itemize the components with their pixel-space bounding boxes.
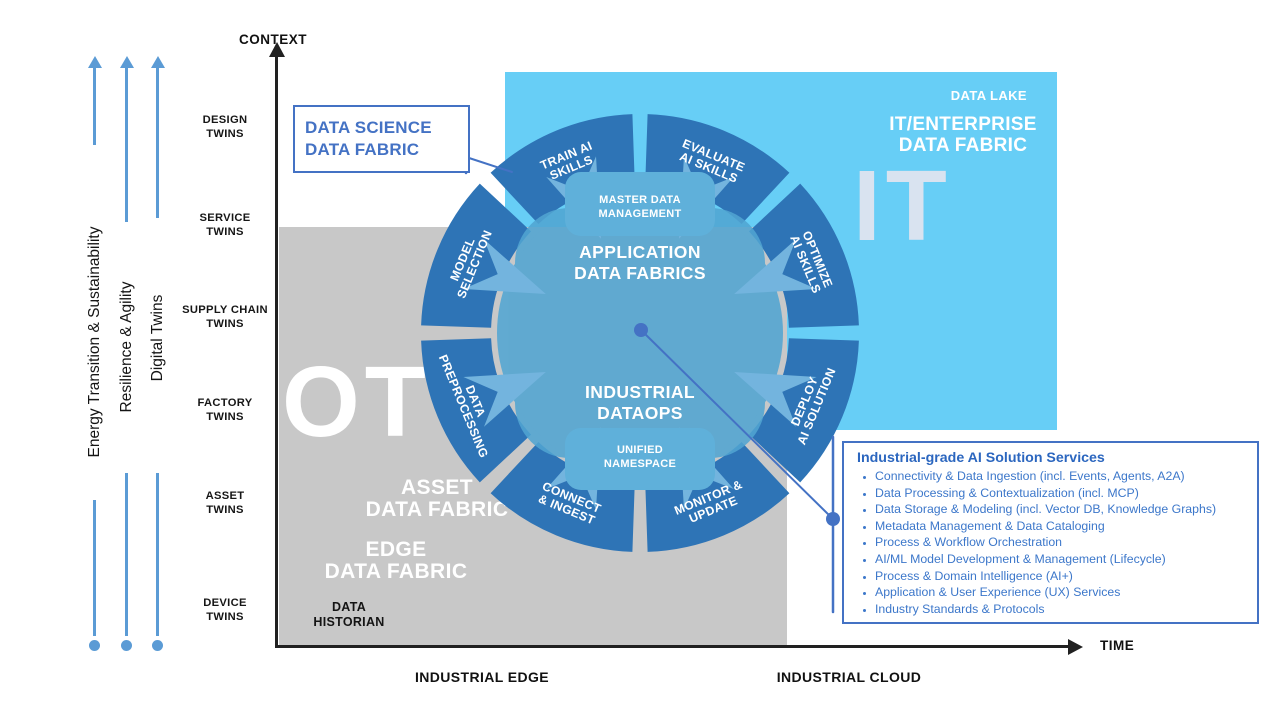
driver-arrow-line (125, 67, 128, 222)
driver-dot-icon (152, 640, 163, 651)
it-enterprise-fabric-label: IT/ENTERPRISE DATA FABRIC (889, 114, 1037, 156)
services-list: Connectivity & Data Ingestion (incl. Eve… (844, 468, 1257, 617)
driver-dot-icon (89, 640, 100, 651)
driver-arrow-icon (120, 56, 134, 68)
unified-namespace-badge: UNIFIED NAMESPACE (603, 444, 677, 470)
y-axis-title: CONTEXT (238, 32, 307, 47)
service-item: Industry Standards & Protocols (875, 601, 1253, 618)
data-historian-label: DATA HISTORIAN (313, 600, 385, 629)
driver-arrow-line (93, 67, 96, 145)
service-item: Connectivity & Data Ingestion (incl. Eve… (875, 468, 1253, 485)
edge-data-fabric-label: EDGE DATA FABRIC (324, 538, 468, 583)
tick-factory-twins: FACTORY TWINS (197, 397, 253, 423)
service-item: Process & Domain Intelligence (AI+) (875, 568, 1253, 585)
tick-supply-chain-twins: SUPPLY CHAIN TWINS (182, 304, 268, 330)
services-box-title: Industrial-grade AI Solution Services (857, 450, 1105, 466)
driver-arrow-line (156, 67, 159, 218)
x-axis-arrow-icon (1068, 639, 1083, 655)
service-item: AI/ML Model Development & Management (Li… (875, 551, 1253, 568)
it-watermark: IT (853, 150, 952, 262)
driver-dot-icon (121, 640, 132, 651)
data-science-fabric-label: DATA SCIENCE DATA FABRIC (305, 118, 432, 159)
y-axis-line (275, 54, 278, 648)
service-item: Data Storage & Modeling (incl. Vector DB… (875, 501, 1253, 518)
ot-watermark: OT (282, 346, 431, 458)
service-item: Data Processing & Contextualization (inc… (875, 485, 1253, 502)
industrial-dataops-title: INDUSTRIAL DATAOPS (585, 382, 695, 423)
service-item: Process & Workflow Orchestration (875, 534, 1253, 551)
application-data-fabrics-title: APPLICATION DATA FABRICS (574, 242, 706, 283)
master-data-management-badge: MASTER DATA MANAGEMENT (598, 194, 682, 220)
x-axis-title: TIME (1100, 638, 1135, 653)
driver-arrow-line (93, 500, 96, 636)
driver-arrow-line (156, 473, 159, 636)
tick-device-twins: DEVICE TWINS (203, 597, 247, 623)
driver-arrow-icon (88, 56, 102, 68)
data-lake-label: DATA LAKE (950, 88, 1027, 103)
tick-service-twins: SERVICE TWINS (199, 212, 251, 238)
driver-energy-transition-label: Energy Transition & Sustainability (86, 226, 103, 458)
service-item: Application & User Experience (UX) Servi… (875, 584, 1253, 601)
driver-arrow-line (125, 473, 128, 636)
data-science-fabric-callout: DATA SCIENCE DATA FABRIC (293, 105, 470, 173)
tick-design-twins: DESIGN TWINS (202, 114, 248, 140)
y-axis-arrow-icon (269, 42, 285, 57)
ai-solution-services-box: Industrial-grade AI Solution Services Co… (842, 441, 1259, 624)
service-item: Metadata Management & Data Cataloging (875, 518, 1253, 535)
industrial-cloud-label: INDUSTRIAL CLOUD (776, 669, 922, 685)
industrial-edge-label: INDUSTRIAL EDGE (414, 669, 550, 685)
driver-arrow-icon (151, 56, 165, 68)
x-axis-line (276, 645, 1071, 648)
tick-asset-twins: ASSET TWINS (205, 490, 245, 516)
